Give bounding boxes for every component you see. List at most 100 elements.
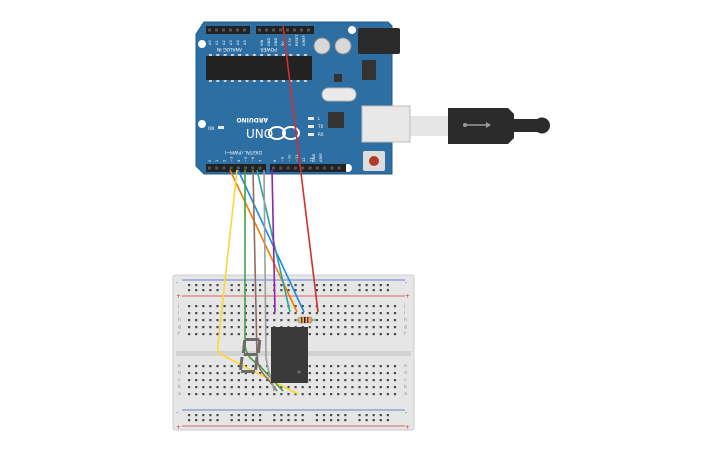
header-pin[interactable] <box>272 28 275 32</box>
breadboard-hole[interactable] <box>315 393 318 396</box>
header-pin[interactable] <box>272 166 275 170</box>
breadboard-hole[interactable] <box>244 312 247 315</box>
breadboard-hole[interactable] <box>216 414 219 417</box>
breadboard-hole[interactable] <box>244 305 247 308</box>
breadboard-hole[interactable] <box>365 365 368 368</box>
breadboard-hole[interactable] <box>287 319 290 322</box>
usb-cable[interactable] <box>410 108 550 144</box>
breadboard-hole[interactable] <box>337 319 340 322</box>
breadboard-hole[interactable] <box>358 365 361 368</box>
wire-yellow[interactable] <box>216 169 299 395</box>
breadboard-hole[interactable] <box>287 393 290 396</box>
breadboard-hole[interactable] <box>330 312 333 315</box>
breadboard-hole[interactable] <box>322 326 326 329</box>
breadboard-hole[interactable] <box>358 312 361 315</box>
breadboard-hole[interactable] <box>195 393 198 396</box>
breadboard-hole[interactable] <box>372 414 375 417</box>
breadboard-hole[interactable] <box>259 372 262 375</box>
breadboard-hole[interactable] <box>195 326 198 329</box>
header-pin[interactable] <box>229 166 233 170</box>
breadboard-hole[interactable] <box>216 419 219 422</box>
breadboard-hole[interactable] <box>244 414 247 417</box>
breadboard-hole[interactable] <box>344 379 347 382</box>
breadboard-hole[interactable] <box>393 372 397 375</box>
breadboard-hole[interactable] <box>386 305 389 308</box>
breadboard-hole[interactable] <box>230 333 233 336</box>
breadboard-hole[interactable] <box>209 326 212 329</box>
header-pin[interactable] <box>307 28 310 32</box>
breadboard-hole[interactable] <box>379 312 382 315</box>
breadboard-hole[interactable] <box>280 414 283 417</box>
breadboard-hole[interactable] <box>365 305 368 308</box>
breadboard-hole[interactable] <box>216 289 219 292</box>
breadboard-hole[interactable] <box>273 414 276 417</box>
breadboard-hole[interactable] <box>244 393 247 396</box>
breadboard-hole[interactable] <box>344 333 347 336</box>
breadboard-hole[interactable] <box>237 419 240 422</box>
breadboard-hole[interactable] <box>365 326 368 329</box>
breadboard-hole[interactable] <box>202 319 205 322</box>
breadboard-hole[interactable] <box>372 305 375 308</box>
breadboard-hole[interactable] <box>386 326 389 329</box>
reset-button-cap[interactable] <box>369 156 379 166</box>
header-pin[interactable] <box>258 166 262 170</box>
breadboard-hole[interactable] <box>358 393 361 396</box>
breadboard-hole[interactable] <box>209 393 212 396</box>
breadboard-hole[interactable] <box>379 386 382 389</box>
breadboard-hole[interactable] <box>195 419 198 422</box>
header-pin[interactable] <box>286 166 290 170</box>
breadboard-hole[interactable] <box>216 319 219 322</box>
breadboard-hole[interactable] <box>330 393 333 396</box>
breadboard-hole[interactable] <box>351 386 354 389</box>
breadboard-hole[interactable] <box>322 372 326 375</box>
breadboard-hole[interactable] <box>330 289 333 292</box>
breadboard-hole[interactable] <box>337 414 340 417</box>
breadboard-hole[interactable] <box>209 333 212 336</box>
breadboard-hole[interactable] <box>301 414 304 417</box>
breadboard-hole[interactable] <box>379 419 382 422</box>
breadboard-hole[interactable] <box>209 365 212 368</box>
breadboard-hole[interactable] <box>251 379 255 382</box>
breadboard-hole[interactable] <box>244 326 247 329</box>
breadboard-hole[interactable] <box>393 365 397 368</box>
breadboard-hole[interactable] <box>351 365 354 368</box>
breadboard-hole[interactable] <box>358 319 361 322</box>
breadboard-hole[interactable] <box>216 326 219 329</box>
breadboard-hole[interactable] <box>223 326 226 329</box>
breadboard-hole[interactable] <box>202 419 205 422</box>
breadboard-hole[interactable] <box>237 284 240 287</box>
breadboard-hole[interactable] <box>230 365 233 368</box>
breadboard-hole[interactable] <box>273 312 276 315</box>
breadboard-hole[interactable] <box>273 419 276 422</box>
breadboard-hole[interactable] <box>393 379 397 382</box>
breadboard-hole[interactable] <box>379 393 382 396</box>
breadboard-hole[interactable] <box>188 419 191 422</box>
breadboard-hole[interactable] <box>315 319 318 322</box>
breadboard-hole[interactable] <box>209 305 212 308</box>
breadboard-hole[interactable] <box>209 386 212 389</box>
breadboard-hole[interactable] <box>251 365 255 368</box>
breadboard-hole[interactable] <box>230 379 233 382</box>
breadboard-hole[interactable] <box>393 333 397 336</box>
header-pin[interactable] <box>300 28 303 32</box>
breadboard-hole[interactable] <box>294 312 297 315</box>
breadboard-hole[interactable] <box>379 414 382 417</box>
breadboard-hole[interactable] <box>393 319 397 322</box>
breadboard-hole[interactable] <box>188 393 191 396</box>
breadboard-hole[interactable] <box>301 393 304 396</box>
breadboard-hole[interactable] <box>322 386 326 389</box>
breadboard-hole[interactable] <box>358 326 361 329</box>
breadboard-hole[interactable] <box>287 419 290 422</box>
header-pin[interactable] <box>323 166 327 170</box>
breadboard-hole[interactable] <box>216 365 219 368</box>
breadboard-hole[interactable] <box>386 289 389 292</box>
breadboard-hole[interactable] <box>351 393 354 396</box>
breadboard-hole[interactable] <box>251 386 255 389</box>
breadboard-hole[interactable] <box>358 289 361 292</box>
breadboard-hole[interactable] <box>216 305 219 308</box>
breadboard-hole[interactable] <box>237 289 240 292</box>
breadboard-hole[interactable] <box>230 312 233 315</box>
breadboard-hole[interactable] <box>393 326 397 329</box>
header-pin[interactable] <box>279 28 282 32</box>
breadboard-hole[interactable] <box>280 419 283 422</box>
